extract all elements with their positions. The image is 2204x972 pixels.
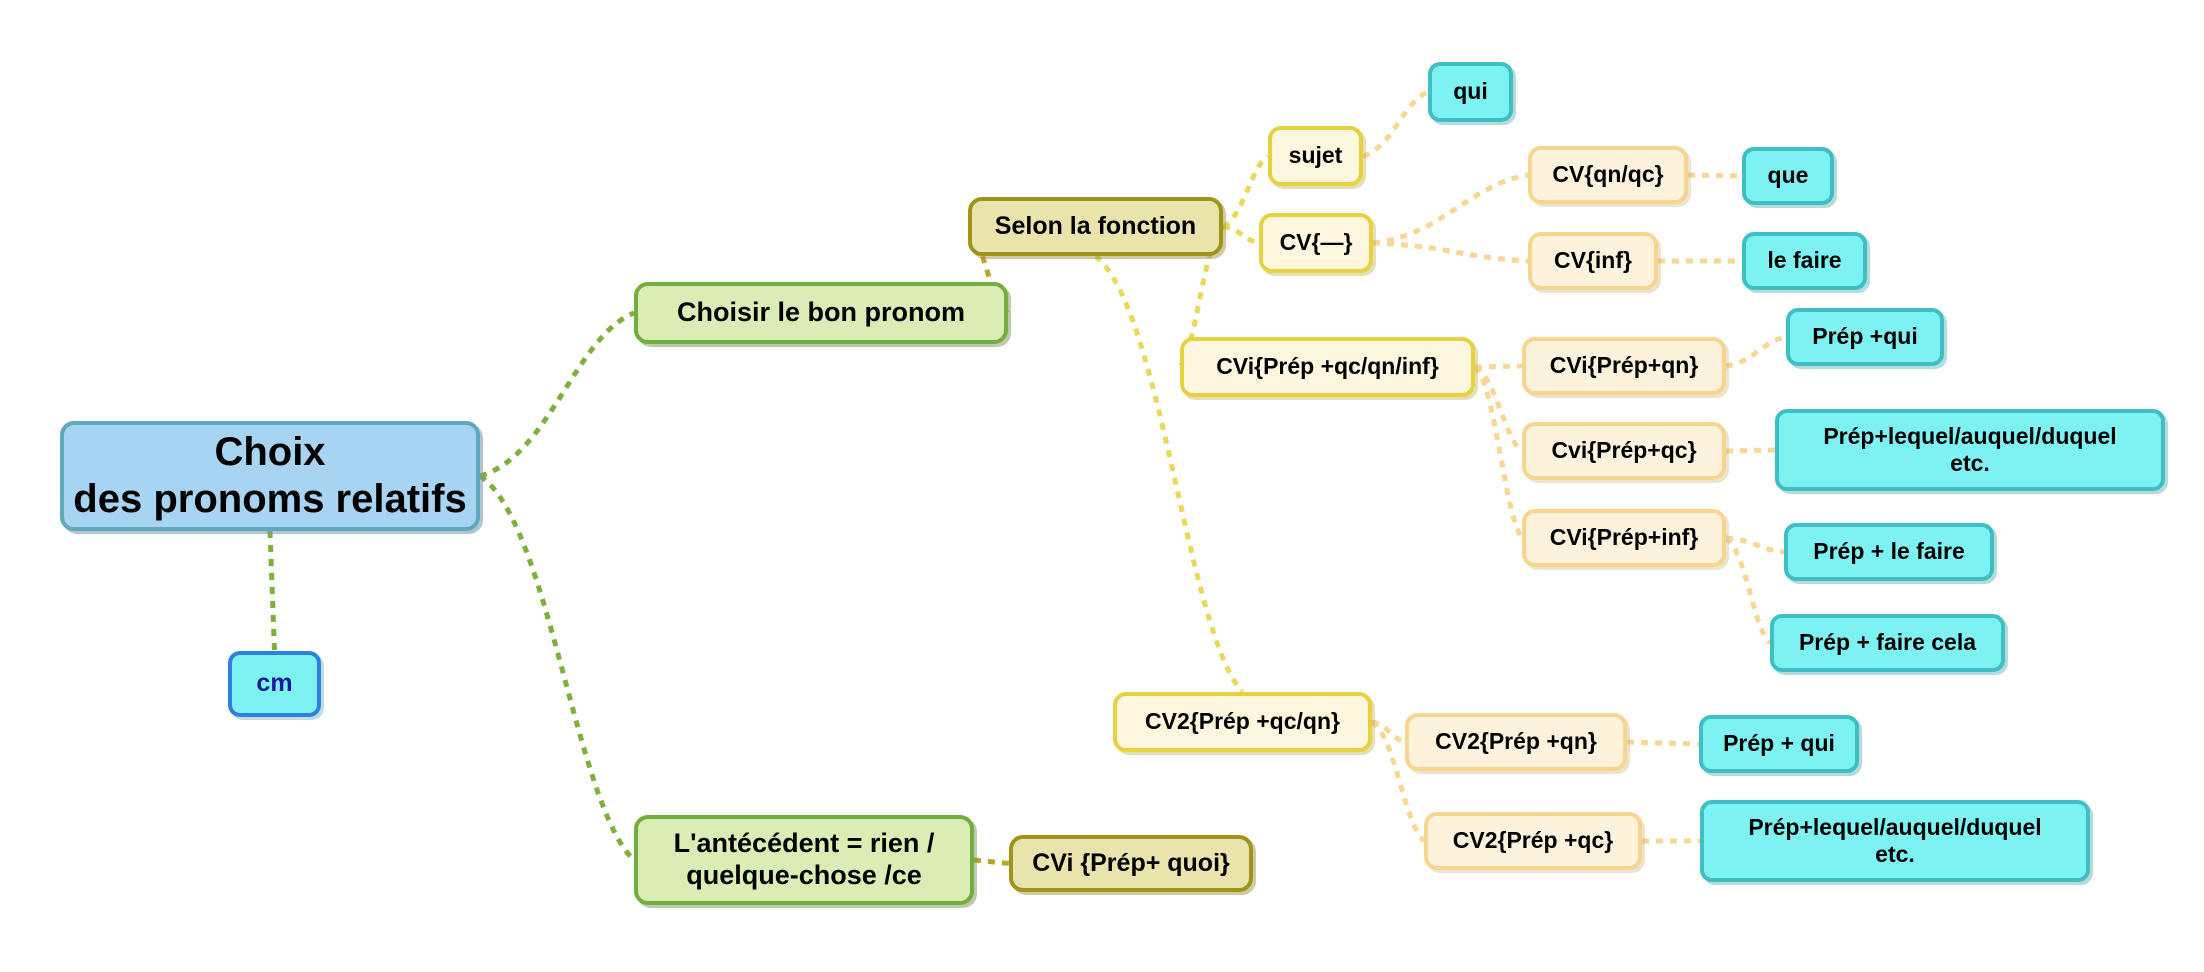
mindmap-edge-cvi-prep-all-to-cvi-inf — [1473, 365, 1525, 540]
mindmap-node-cv2-qn[interactable]: CV2{Prép +qn} — [1405, 713, 1627, 771]
mindmap-node-label: Prép + faire cela — [1798, 629, 1977, 656]
mindmap-node-prep-faire-cela[interactable]: Prép + faire cela — [1770, 614, 2005, 672]
mindmap-node-label: CVi {Prép+ quoi} — [1032, 848, 1230, 877]
mindmap-node-label: CV2{Prép +qc/qn} — [1145, 708, 1340, 735]
mindmap-node-cvi-prep-all[interactable]: CVi{Prép +qc/qn/inf} — [1180, 337, 1475, 397]
mindmap-node-label: CVi{Prép+inf} — [1549, 524, 1699, 551]
mindmap-node-label: CV{qn/qc} — [1552, 161, 1664, 188]
mindmap-node-antecedent[interactable]: L'antécédent = rien / quelque-chose /ce — [634, 815, 974, 905]
mindmap-node-cvi-qc[interactable]: Cvi{Prép+qc} — [1522, 422, 1726, 480]
mindmap-node-label: Cvi{Prép+qc} — [1551, 437, 1697, 464]
mindmap-node-cv2-qc[interactable]: CV2{Prép +qc} — [1424, 812, 1642, 870]
mindmap-node-cv2-prep-all[interactable]: CV2{Prép +qc/qn} — [1113, 692, 1372, 752]
mindmap-node-label: CVi{Prép +qc/qn/inf} — [1216, 353, 1439, 380]
mindmap-node-root[interactable]: Choix des pronoms relatifs — [60, 421, 480, 531]
mindmap-edge-root-to-choisir — [479, 310, 635, 479]
mindmap-edge-cvi-qc-to-prep-lequel-1 — [1725, 447, 1776, 454]
mindmap-node-prep-lequel-2[interactable]: Prép+lequel/auquel/duquel etc. — [1700, 800, 2090, 882]
mindmap-edge-root-to-cm — [267, 530, 277, 652]
mindmap-node-cvi-quoi[interactable]: CVi {Prép+ quoi} — [1009, 835, 1253, 892]
mindmap-edge-selon-to-cv2-prep-all — [1093, 254, 1245, 694]
mindmap-node-cvi-inf[interactable]: CVi{Prép+inf} — [1522, 509, 1726, 567]
mindmap-node-choisir[interactable]: Choisir le bon pronom — [634, 282, 1008, 344]
mindmap-edge-cvi-inf-to-prep-faire-cela — [1724, 535, 1772, 645]
mindmap-edge-antecedent-to-cvi-quoi — [973, 857, 1010, 866]
mindmap-node-label: Prép + le faire — [1813, 538, 1965, 565]
mindmap-node-label: Prép +qui — [1812, 323, 1918, 350]
mindmap-edge-selon-to-sujet — [1221, 153, 1270, 229]
mindmap-edge-cvi-prep-all-to-cvi-qc — [1473, 364, 1524, 454]
mindmap-node-prep-qui-1[interactable]: Prép +qui — [1786, 308, 1944, 366]
mindmap-node-label: Choix des pronoms relatifs — [73, 429, 467, 521]
mindmap-node-que[interactable]: que — [1742, 147, 1834, 205]
mindmap-edge-selon-to-cv-dash — [1222, 224, 1260, 246]
mindmap-node-label: sujet — [1288, 142, 1343, 169]
mindmap-node-selon[interactable]: Selon la fonction — [968, 197, 1223, 256]
mindmap-edge-cvi-qn-to-prep-qui-1 — [1725, 334, 1787, 369]
mindmap-node-prep-qui-2[interactable]: Prép + qui — [1699, 715, 1859, 773]
mindmap-edge-sujet-to-qui — [1362, 89, 1430, 159]
mindmap-edge-cvi-inf-to-prep-le-faire — [1725, 535, 1785, 555]
mindmap-edge-root-to-antecedent — [478, 473, 636, 862]
mindmap-node-label: CV2{Prép +qn} — [1435, 728, 1597, 755]
mindmap-node-label: CV{—} — [1279, 229, 1353, 256]
mindmap-node-label: CVi{Prép+qn} — [1549, 352, 1699, 379]
mindmap-edge-cv2-qn-to-prep-qui-2 — [1626, 739, 1700, 747]
mindmap-node-label: Prép+lequel/auquel/duquel etc. — [1823, 422, 2117, 476]
mindmap-edge-cv-dash-to-cv-qnqc — [1372, 172, 1529, 246]
mindmap-edge-cv-qnqc-to-que — [1687, 172, 1743, 179]
mindmap-node-prep-le-faire[interactable]: Prép + le faire — [1784, 523, 1994, 581]
mindmap-node-label: CV2{Prép +qc} — [1452, 827, 1614, 854]
mindmap-node-prep-lequel-1[interactable]: Prép+lequel/auquel/duquel etc. — [1775, 409, 2165, 491]
mindmap-node-cv-dash[interactable]: CV{—} — [1259, 213, 1373, 273]
mindmap-edge-cv-dash-to-cv-inf — [1372, 240, 1529, 264]
mindmap-node-label: qui — [1453, 78, 1488, 105]
mindmap-node-sujet[interactable]: sujet — [1268, 126, 1363, 186]
mindmap-node-label: Choisir le bon pronom — [677, 297, 965, 328]
mindmap-node-label: Prép + qui — [1723, 730, 1835, 757]
mindmap-node-cv-inf[interactable]: CV{inf} — [1528, 232, 1658, 290]
mindmap-node-label: Prép+lequel/auquel/duquel etc. — [1748, 813, 2042, 867]
mindmap-node-cv-qnqc[interactable]: CV{qn/qc} — [1528, 146, 1688, 204]
mindmap-node-label: cm — [256, 669, 293, 698]
mindmap-node-cvi-qn[interactable]: CVi{Prép+qn} — [1522, 337, 1726, 395]
mindmap-edge-cv2-prep-all-to-cv2-qn — [1371, 719, 1406, 745]
mindmap-node-label: CV{inf} — [1554, 247, 1632, 274]
mindmap-node-label: que — [1767, 162, 1809, 189]
mindmap-node-label: le faire — [1767, 247, 1842, 274]
mindmap-edge-cvi-prep-all-to-cvi-qn — [1474, 363, 1523, 370]
mindmap-node-qui[interactable]: qui — [1428, 62, 1513, 122]
mindmap-node-le-faire[interactable]: le faire — [1742, 232, 1867, 290]
mindmap-node-label: L'antécédent = rien / quelque-chose /ce — [673, 828, 935, 890]
mindmap-node-label: Selon la fonction — [994, 211, 1197, 240]
mindmap-node-cm[interactable]: cm — [228, 651, 321, 717]
